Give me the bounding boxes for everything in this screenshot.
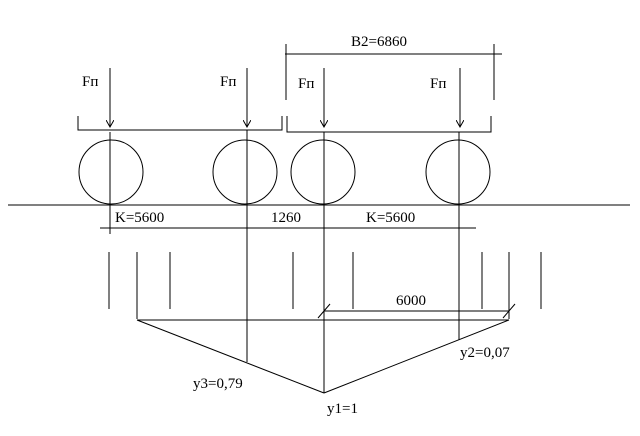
bogie-frame-left	[77, 116, 283, 131]
b2-dimension: B2=6860	[285, 34, 502, 100]
gap-label: 1260	[271, 210, 301, 226]
wheel-2	[212, 139, 278, 205]
bogie-frame-right	[286, 116, 492, 133]
y2-label: y2=0,07	[460, 345, 510, 361]
k-left-label: K=5600	[115, 210, 164, 226]
wheels	[78, 139, 491, 205]
y1-label: y1=1	[327, 401, 358, 417]
axle-lines	[109, 130, 460, 393]
wheel-4	[425, 139, 491, 205]
wheel-3	[290, 139, 356, 205]
y3-label: y3=0,79	[193, 376, 243, 392]
force-label-2: Fп	[220, 74, 236, 90]
b2-label: B2=6860	[351, 34, 407, 50]
force-arrows	[110, 68, 460, 127]
force-label-3: Fп	[298, 76, 314, 92]
influence-line	[136, 319, 510, 394]
force-label-1: Fп	[82, 74, 98, 90]
k-right-label: K=5600	[366, 210, 415, 226]
span-label: 6000	[396, 293, 426, 309]
tick-marks	[108, 252, 542, 319]
span-6000-dimension: 6000	[317, 293, 516, 319]
wheel-1	[78, 139, 144, 205]
force-label-4: Fп	[430, 76, 446, 92]
